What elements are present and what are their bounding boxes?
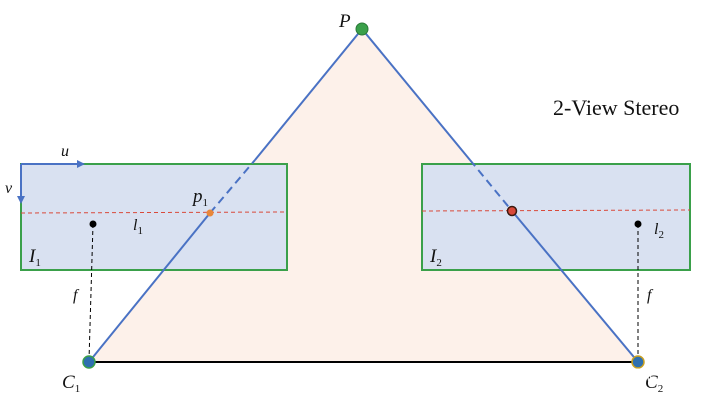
epipolar-line-left bbox=[20, 211, 288, 214]
principal-point-left bbox=[89, 220, 97, 228]
label-C1: C1 bbox=[62, 372, 80, 395]
point-P bbox=[355, 22, 369, 36]
label-f-right: f bbox=[647, 287, 654, 304]
label-l1: l1 bbox=[133, 217, 143, 237]
label-C2: C2 bbox=[645, 372, 663, 395]
ray-right-dashed bbox=[469, 159, 513, 212]
image-plane-right bbox=[421, 163, 691, 271]
watermark: 知乎 @3D视觉工坊 bbox=[560, 367, 682, 384]
diagram-title: 2-View Stereo bbox=[553, 95, 679, 120]
camera-center-C2 bbox=[631, 355, 645, 369]
triangle-region bbox=[89, 29, 638, 362]
label-I2: I2 bbox=[429, 246, 442, 269]
ray-left-solid-lower bbox=[88, 212, 211, 363]
label-u: u bbox=[61, 143, 69, 160]
camera-center-C1 bbox=[82, 355, 96, 369]
ray-right-solid-upper bbox=[361, 28, 471, 161]
label-I1: I1 bbox=[28, 246, 41, 269]
principal-point-right bbox=[634, 220, 642, 228]
ray-right-solid-lower bbox=[511, 210, 639, 363]
point-p1 bbox=[206, 209, 214, 217]
epipolar-line-right bbox=[421, 209, 691, 212]
focal-line-left bbox=[88, 223, 94, 361]
label-v: v bbox=[5, 180, 13, 197]
label-l2: l2 bbox=[654, 221, 664, 241]
ray-left-dashed bbox=[209, 159, 256, 214]
image-plane-left bbox=[20, 163, 288, 271]
label-P: P bbox=[338, 11, 351, 32]
label-p1: p1 bbox=[191, 186, 208, 209]
point-p2 bbox=[506, 205, 518, 217]
label-f-left: f bbox=[73, 287, 80, 304]
ray-left-solid-upper bbox=[254, 28, 363, 161]
